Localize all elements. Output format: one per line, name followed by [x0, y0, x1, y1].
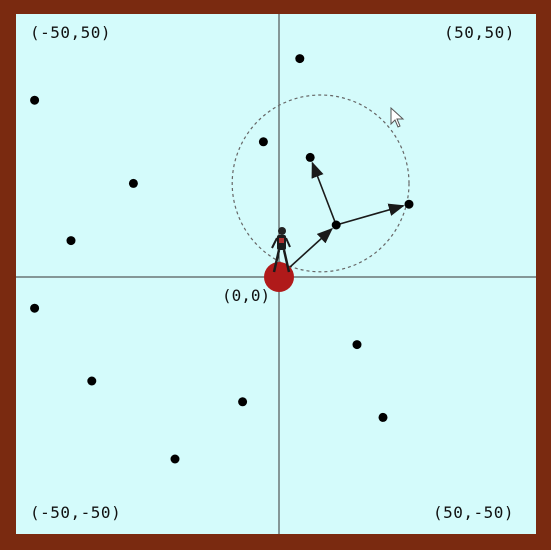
- target-point[interactable]: [305, 152, 315, 162]
- corner-label-top-left: (-50,50): [30, 23, 111, 42]
- target-point[interactable]: [352, 340, 362, 350]
- origin-label: (0,0): [222, 286, 270, 305]
- corner-label-bottom-left: (-50,-50): [30, 503, 121, 522]
- target-point[interactable]: [30, 95, 40, 105]
- direction-arrow: [311, 161, 337, 226]
- target-point[interactable]: [87, 376, 97, 386]
- target-point[interactable]: [404, 199, 414, 209]
- target-point[interactable]: [128, 178, 138, 188]
- target-point[interactable]: [258, 137, 268, 147]
- mouse-cursor-icon: [390, 106, 405, 128]
- target-point[interactable]: [66, 236, 76, 246]
- target-point[interactable]: [170, 454, 180, 464]
- target-point[interactable]: [331, 220, 341, 230]
- points-layer: [30, 54, 414, 464]
- red-circle-icon[interactable]: [264, 262, 294, 292]
- robot-figure-icon[interactable]: [271, 227, 291, 273]
- target-point[interactable]: [378, 412, 388, 422]
- search-radius-circle: [231, 94, 410, 273]
- target-point[interactable]: [295, 54, 305, 64]
- corner-label-bottom-right: (50,-50): [433, 503, 514, 522]
- target-point[interactable]: [30, 303, 40, 313]
- target-point[interactable]: [238, 397, 248, 407]
- direction-arrow: [335, 203, 405, 226]
- corner-label-top-right: (50,50): [444, 23, 515, 42]
